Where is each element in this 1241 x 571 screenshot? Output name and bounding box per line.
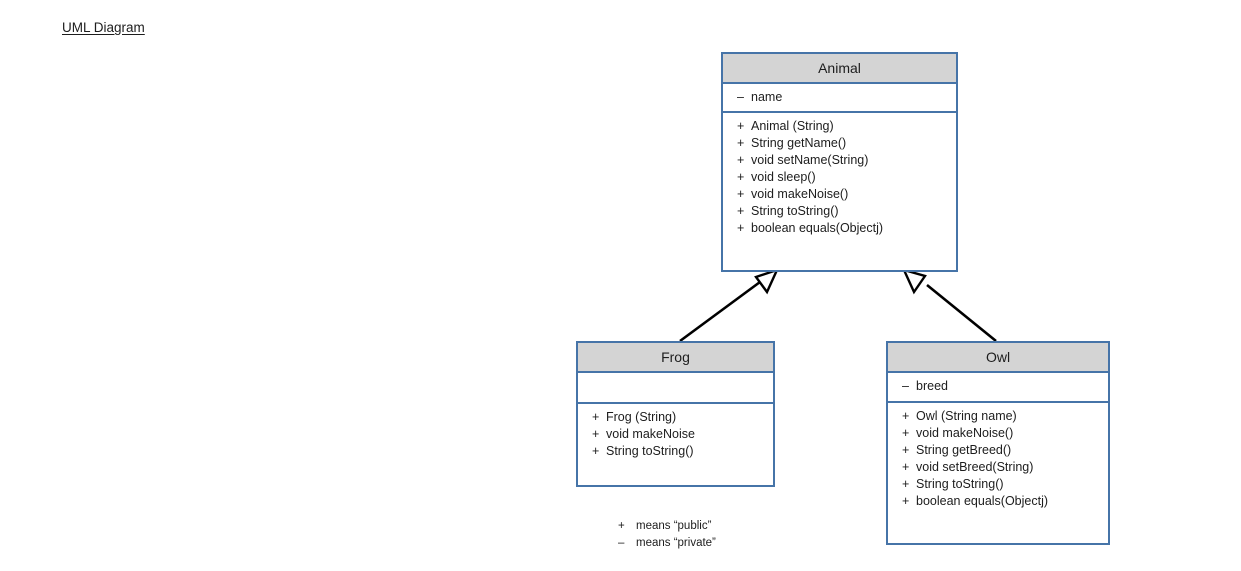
visibility-marker: – xyxy=(737,90,744,104)
generalization-frog-to-animal xyxy=(679,267,780,343)
attribute-row: – name xyxy=(723,89,956,106)
class-name-animal: Animal xyxy=(723,54,956,84)
method-signature: boolean equals(Objectj) xyxy=(751,221,884,235)
attributes-compartment-frog xyxy=(578,373,773,404)
methods-compartment-animal: + Animal (String) + String getName() + v… xyxy=(723,113,956,270)
method-signature: boolean equals(Objectj) xyxy=(916,494,1049,508)
method-row: + boolean equals(Objectj) xyxy=(888,493,1108,510)
generalization-owl-to-animal xyxy=(901,268,997,343)
attributes-compartment-animal: – name xyxy=(723,84,956,113)
visibility-marker: + xyxy=(737,187,745,201)
legend-row-public: + means “public” xyxy=(618,518,716,535)
legend-symbol: + xyxy=(618,520,625,532)
visibility-marker: + xyxy=(592,427,600,441)
visibility-marker: + xyxy=(592,410,600,424)
visibility-marker: + xyxy=(737,119,745,133)
method-signature: void makeNoise xyxy=(606,427,695,441)
legend-text: means “public” xyxy=(636,520,712,532)
legend-row-private: – means “private” xyxy=(618,535,716,552)
attribute-row: – breed xyxy=(888,378,1108,395)
attribute-name: breed xyxy=(916,379,948,393)
visibility-marker: + xyxy=(737,221,745,235)
class-name-frog: Frog xyxy=(578,343,773,373)
method-row: + String getBreed() xyxy=(888,442,1108,459)
visibility-marker: + xyxy=(902,494,910,508)
uml-class-frog[interactable]: Frog + Frog (String) + void makeNoise + … xyxy=(576,341,775,487)
uml-class-animal[interactable]: Animal – name + Animal (String) + String… xyxy=(721,52,958,272)
method-signature: void setBreed(String) xyxy=(916,460,1034,474)
visibility-marker: + xyxy=(737,204,745,218)
method-signature: void makeNoise() xyxy=(916,426,1014,440)
page-title: UML Diagram xyxy=(62,20,145,35)
attribute-name: name xyxy=(751,90,783,104)
visibility-legend: + means “public” – means “private” xyxy=(618,518,716,552)
method-row: + String toString() xyxy=(723,203,956,220)
visibility-marker: + xyxy=(737,153,745,167)
uml-class-owl[interactable]: Owl – breed + Owl (String name) + void m… xyxy=(886,341,1110,545)
method-signature: Owl (String name) xyxy=(916,409,1017,423)
method-signature: void makeNoise() xyxy=(751,187,849,201)
method-row: + Frog (String) xyxy=(578,409,773,426)
method-row: + boolean equals(Objectj) xyxy=(723,220,956,237)
visibility-marker: + xyxy=(737,136,745,150)
method-signature: String getBreed() xyxy=(916,443,1012,457)
visibility-marker: + xyxy=(902,460,910,474)
legend-text: means “private” xyxy=(636,537,716,549)
method-signature: String toString() xyxy=(606,444,694,458)
legend-symbol: – xyxy=(618,537,625,549)
method-row: + String toString() xyxy=(578,443,773,460)
method-signature: Frog (String) xyxy=(606,410,677,424)
method-row: + void makeNoise() xyxy=(888,425,1108,442)
method-row: + String toString() xyxy=(888,476,1108,493)
method-signature: String toString() xyxy=(751,204,839,218)
visibility-marker: + xyxy=(737,170,745,184)
visibility-marker: + xyxy=(902,426,910,440)
visibility-marker: – xyxy=(902,379,909,393)
method-row: + String getName() xyxy=(723,135,956,152)
method-row: + Animal (String) xyxy=(723,118,956,135)
method-row: + void sleep() xyxy=(723,169,956,186)
visibility-marker: + xyxy=(902,443,910,457)
method-signature: String toString() xyxy=(916,477,1004,491)
method-row: + Owl (String name) xyxy=(888,408,1108,425)
methods-compartment-frog: + Frog (String) + void makeNoise + Strin… xyxy=(578,404,773,485)
method-signature: Animal (String) xyxy=(751,119,834,133)
method-signature: void setName(String) xyxy=(751,153,869,167)
visibility-marker: + xyxy=(592,444,600,458)
methods-compartment-owl: + Owl (String name) + void makeNoise() +… xyxy=(888,403,1108,543)
method-signature: String getName() xyxy=(751,136,847,150)
method-signature: void sleep() xyxy=(751,170,816,184)
method-row: + void makeNoise xyxy=(578,426,773,443)
method-row: + void setName(String) xyxy=(723,152,956,169)
method-row: + void makeNoise() xyxy=(723,186,956,203)
method-row: + void setBreed(String) xyxy=(888,459,1108,476)
visibility-marker: + xyxy=(902,409,910,423)
attributes-compartment-owl: – breed xyxy=(888,373,1108,403)
visibility-marker: + xyxy=(902,477,910,491)
class-name-owl: Owl xyxy=(888,343,1108,373)
